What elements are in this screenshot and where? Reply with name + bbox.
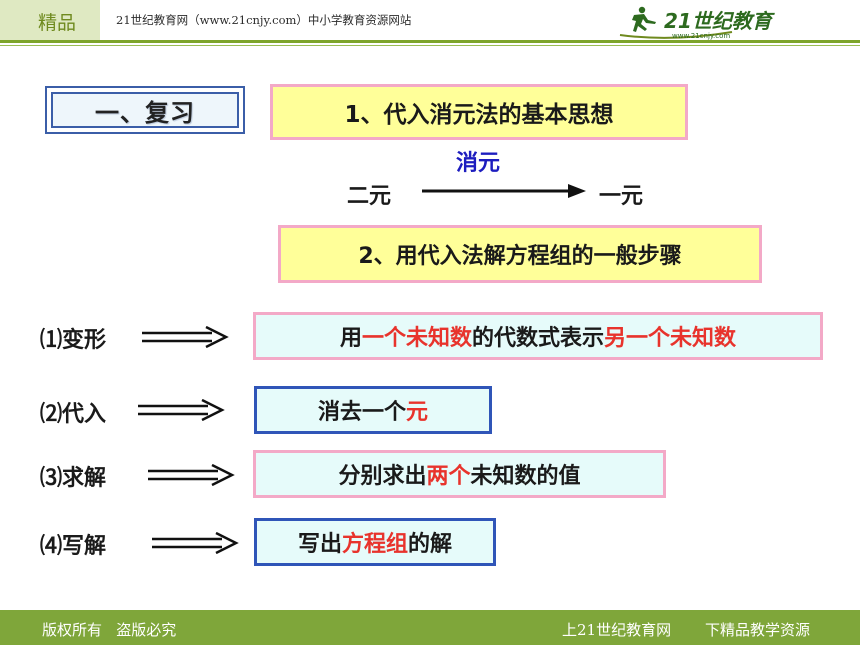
step-1-text-d: 另一个未知数 [604, 326, 737, 351]
step-3-text-a: 分别求出 [338, 464, 427, 489]
step-3-text-b: 两个 [426, 464, 471, 489]
step-3-label: ⑶求解 [40, 466, 107, 491]
header-tag-band [0, 0, 100, 40]
step-4-box: 写出方程组的解 [254, 518, 496, 566]
footer-copyright: 版权所有 盗版必究 [42, 621, 177, 639]
step-4-text-a: 写出 [297, 532, 342, 557]
step-2-box: 消去一个元 [254, 386, 492, 434]
header-divider [0, 40, 860, 43]
header-bar [0, 0, 860, 44]
footer-site-link[interactable]: 上21世纪教育网 [562, 621, 672, 639]
step-2-text-b: 元 [406, 400, 429, 425]
step-3-text-c: 未知数的值 [470, 464, 581, 489]
runner-icon [632, 6, 656, 32]
to-label: 一元 [599, 184, 644, 209]
double-arrow-icon [138, 399, 225, 421]
step-4-text-c: 的解 [408, 532, 453, 557]
double-arrow-icon [152, 532, 239, 554]
step-4-text-b: 方程组 [341, 532, 408, 557]
logo-url: www.21cnjy.com [672, 32, 730, 40]
step-1-text-a: 用 [339, 326, 362, 351]
logo-text: 21世纪教育 [664, 9, 775, 33]
header-site-text: 21世纪教育网（www.21cnjy.com）中小学教育资源网站 [116, 13, 412, 27]
review-box: 一、复习 [45, 86, 245, 134]
step-1-text-b: 一个未知数 [361, 326, 472, 351]
double-arrow-icon [148, 464, 235, 486]
step-4-label: ⑷写解 [40, 534, 107, 559]
logo-swoosh-icon [619, 31, 733, 39]
elimination-arrow-icon [422, 184, 586, 198]
footer-resources-link[interactable]: 下精品教学资源 [705, 621, 811, 639]
site-logo: 21世纪教育 www.21cnjy.com [619, 6, 775, 40]
arrow-label: 消元 [456, 151, 501, 176]
header-divider-thin [0, 45, 860, 46]
header-tag: 精品 [38, 12, 77, 34]
double-arrow-icon [142, 326, 229, 348]
section-title-1: 1、代入消元法的基本思想 [270, 84, 688, 140]
step-3-box: 分别求出两个未知数的值 [253, 450, 666, 498]
section-title-2: 2、用代入法解方程组的一般步骤 [278, 225, 762, 283]
from-label: 二元 [347, 184, 392, 209]
review-label: 一、复习 [51, 92, 239, 128]
step-1-label: ⑴变形 [40, 328, 107, 353]
footer-bar [0, 610, 860, 645]
step-2-text-a: 消去一个 [317, 400, 406, 425]
step-1-box: 用一个未知数的代数式表示另一个未知数 [253, 312, 823, 360]
step-1-text-c: 的代数式表示 [472, 326, 605, 351]
step-2-label: ⑵代入 [40, 402, 107, 427]
